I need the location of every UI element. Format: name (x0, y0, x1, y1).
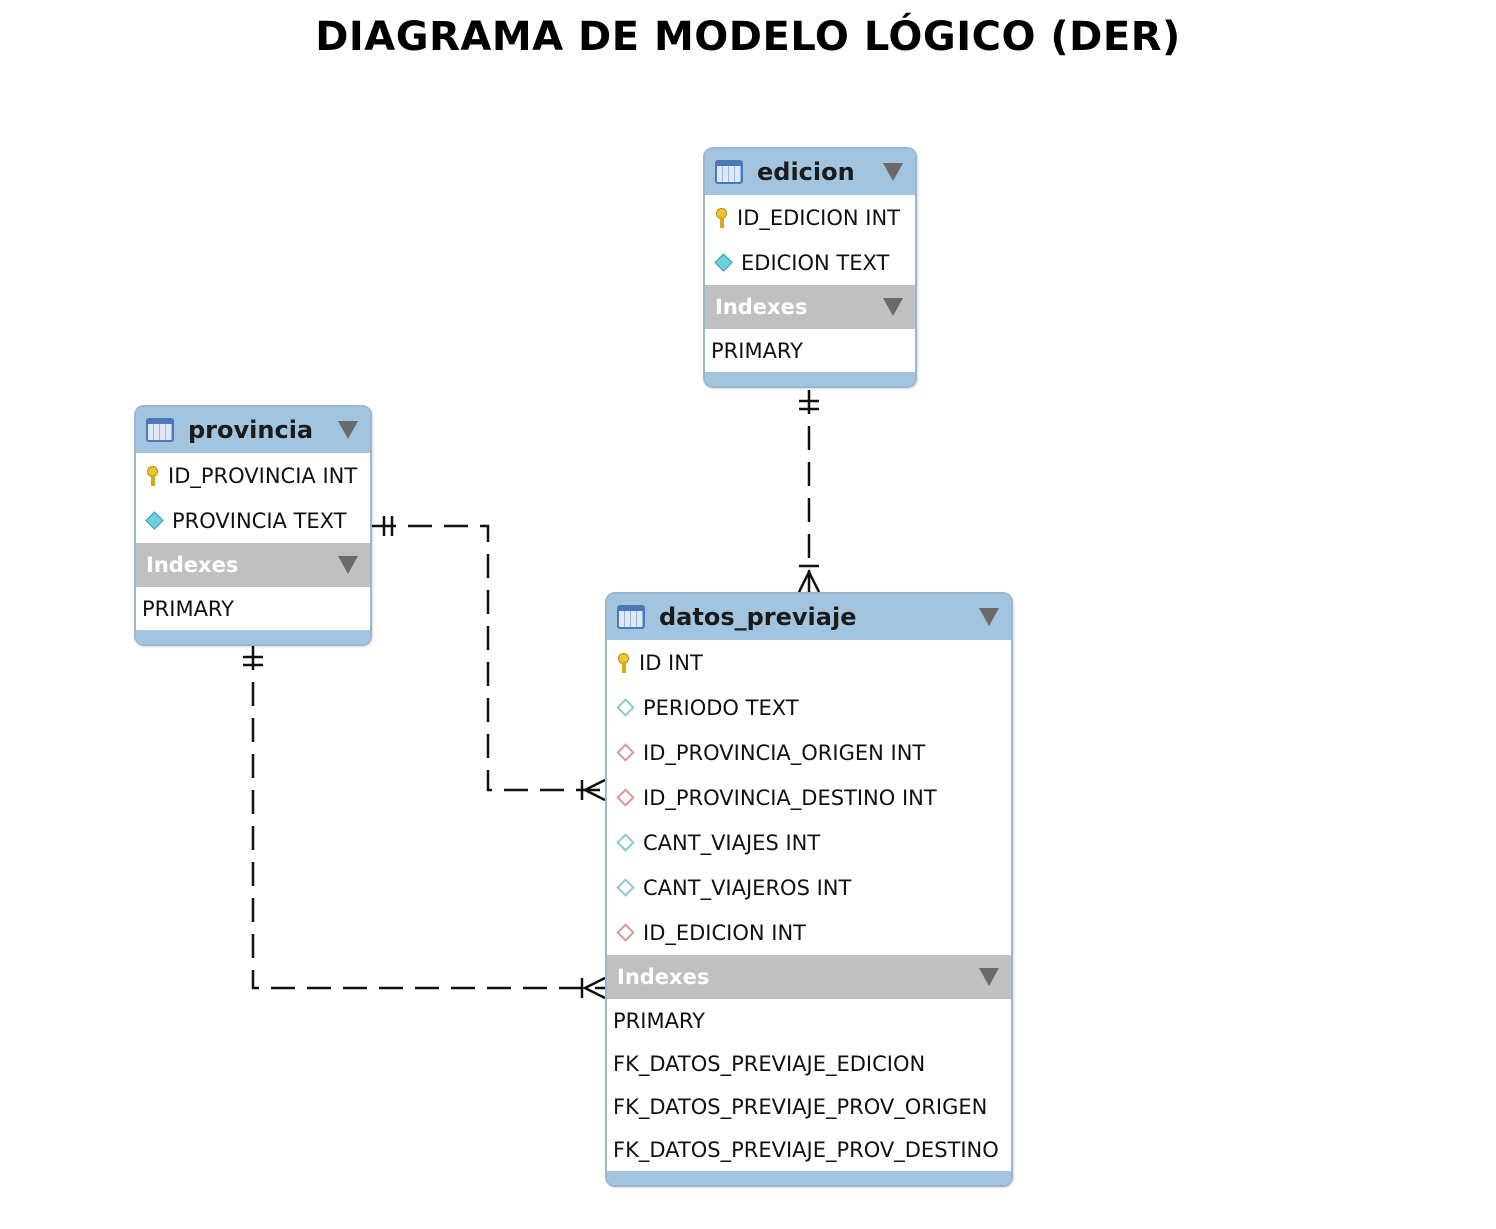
column-row[interactable]: EDICION TEXT (705, 240, 915, 285)
indexes-label: Indexes (146, 553, 239, 577)
column-label: ID_PROVINCIA_ORIGEN INT (643, 740, 926, 765)
foreign-key-diamond-icon (616, 743, 635, 762)
diamond-icon (616, 698, 635, 717)
diamond-icon (714, 253, 733, 272)
index-row[interactable]: PRIMARY (142, 596, 235, 621)
column-label: ID_EDICION INT (737, 205, 900, 230)
column-label: EDICION TEXT (741, 250, 890, 275)
entity-header[interactable]: datos_previaje (607, 594, 1011, 640)
index-row[interactable]: FK_DATOS_PREVIAJE_EDICION (613, 1051, 926, 1076)
triangle-down-icon[interactable] (883, 163, 903, 181)
entity-footer (136, 630, 370, 644)
column-row[interactable]: CANT_VIAJES INT (607, 820, 1011, 865)
column-row[interactable]: ID INT (607, 640, 1011, 685)
column-row[interactable]: CANT_VIAJEROS INT (607, 865, 1011, 910)
column-label: PERIODO TEXT (643, 695, 799, 720)
column-row[interactable]: ID_EDICION INT (607, 910, 1011, 955)
diamond-icon (145, 511, 164, 530)
column-row[interactable]: ID_EDICION INT (705, 195, 915, 240)
diamond-icon (616, 833, 635, 852)
table-icon (715, 160, 743, 184)
index-row[interactable]: PRIMARY (711, 338, 804, 363)
entity-provincia[interactable]: provincia ID_PROVINCIA INT PROVINCIA TEX… (134, 405, 372, 646)
relation-provincia-origen (372, 524, 605, 792)
page-title: DIAGRAMA DE MODELO LÓGICO (DER) (315, 14, 1181, 60)
datos-previaje-crowfoot-edicion (797, 569, 821, 593)
relation-provincia-destino (251, 646, 605, 990)
entity-header[interactable]: provincia (136, 407, 370, 453)
column-label: CANT_VIAJEROS INT (643, 875, 852, 900)
column-label: ID_PROVINCIA_DESTINO INT (643, 785, 937, 810)
entity-name: datos_previaje (659, 603, 857, 631)
key-icon (615, 652, 633, 674)
key-icon (713, 207, 731, 229)
entity-footer (607, 1171, 1011, 1185)
key-icon (144, 465, 162, 487)
diamond-icon (616, 878, 635, 897)
indexes-label: Indexes (715, 295, 808, 319)
column-label: ID_EDICION INT (643, 920, 806, 945)
column-row[interactable]: PROVINCIA TEXT (136, 498, 370, 543)
triangle-down-icon[interactable] (338, 421, 358, 439)
triangle-down-icon[interactable] (979, 608, 999, 626)
index-row[interactable]: PRIMARY (613, 1008, 706, 1033)
datos-previaje-crowfoot-destino (582, 976, 606, 1000)
foreign-key-diamond-icon (616, 923, 635, 942)
column-row[interactable]: ID_PROVINCIA INT (136, 453, 370, 498)
entity-edicion[interactable]: edicion ID_EDICION INT EDICION TEXT Inde… (703, 147, 917, 388)
column-label: PROVINCIA TEXT (172, 508, 347, 533)
index-row[interactable]: FK_DATOS_PREVIAJE_PROV_ORIGEN (613, 1094, 988, 1119)
entity-name: edicion (757, 158, 855, 186)
column-row[interactable]: ID_PROVINCIA_DESTINO INT (607, 775, 1011, 820)
column-label: CANT_VIAJES INT (643, 830, 821, 855)
entity-header[interactable]: edicion (705, 149, 915, 195)
indexes-label: Indexes (617, 965, 710, 989)
table-icon (146, 418, 174, 442)
column-row[interactable]: PERIODO TEXT (607, 685, 1011, 730)
foreign-key-diamond-icon (616, 788, 635, 807)
index-row[interactable]: FK_DATOS_PREVIAJE_PROV_DESTINO (613, 1137, 999, 1162)
datos-previaje-crowfoot-origen (582, 778, 606, 802)
column-row[interactable]: ID_PROVINCIA_ORIGEN INT (607, 730, 1011, 775)
column-label: ID INT (639, 650, 703, 675)
table-icon (617, 605, 645, 629)
entity-name: provincia (188, 416, 314, 444)
triangle-down-icon[interactable] (338, 556, 358, 574)
entity-footer (705, 372, 915, 386)
indexes-header[interactable]: Indexes (705, 285, 915, 329)
triangle-down-icon[interactable] (883, 298, 903, 316)
column-label: ID_PROVINCIA INT (168, 463, 358, 488)
entity-datos-previaje[interactable]: datos_previaje ID INT PERIODO TEXT ID_PR… (605, 592, 1013, 1187)
indexes-header[interactable]: Indexes (136, 543, 370, 587)
triangle-down-icon[interactable] (979, 968, 999, 986)
indexes-header[interactable]: Indexes (607, 955, 1011, 999)
